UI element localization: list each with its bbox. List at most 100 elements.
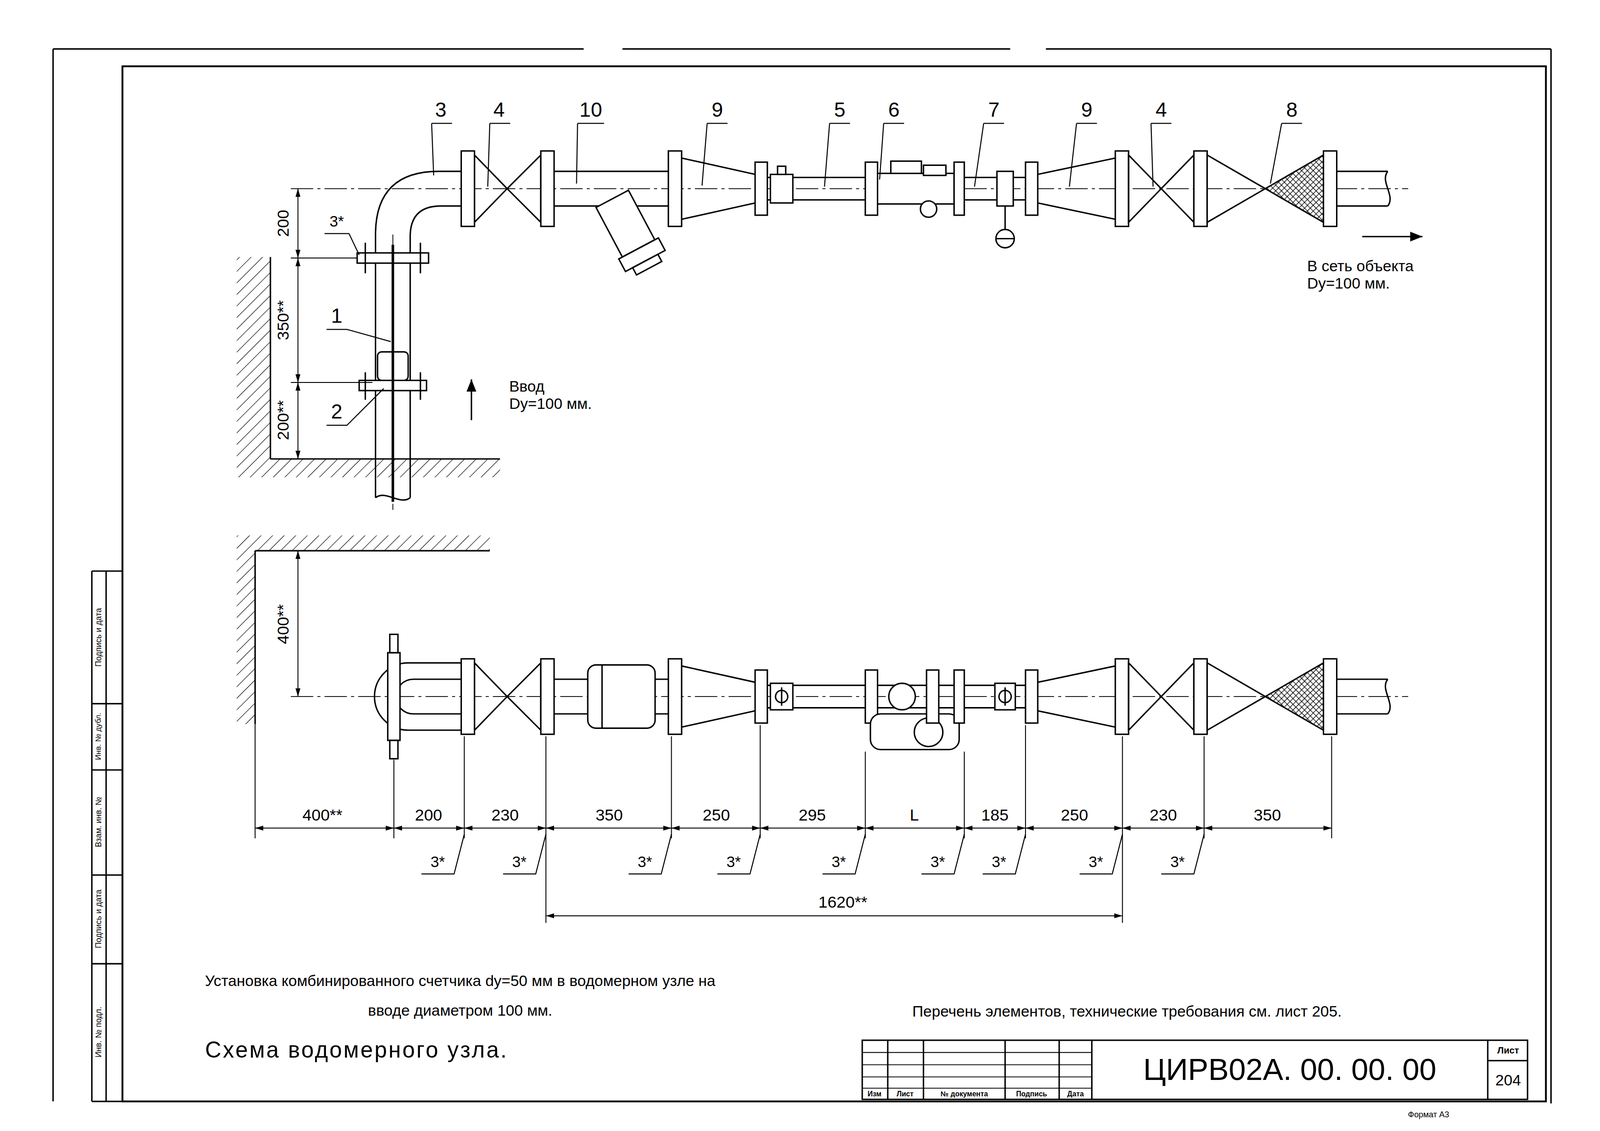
- joint-note-anchor: 3*: [328, 212, 345, 231]
- callout-number-anchor: 1: [330, 304, 344, 328]
- dimension-value-anchor: 350: [594, 806, 624, 826]
- stamp-field: Инв. № дубл.: [94, 711, 104, 762]
- stamp-field-anchor: Взам. инв. №: [94, 795, 104, 849]
- callout-number: 3: [434, 98, 448, 122]
- caption-anchor: Установка комбинированного счетчика dy=5…: [193, 967, 727, 1026]
- stamp-field: Подпись и дата: [94, 607, 104, 668]
- table-cell: Подпись: [1015, 1090, 1047, 1099]
- stamp-field: Подпись и дата: [94, 888, 104, 950]
- joint-note: 3*: [929, 853, 946, 871]
- callout-number: 7: [987, 98, 1001, 122]
- dimension-value: L: [908, 806, 920, 826]
- joint-note: 3*: [1169, 853, 1186, 871]
- drawing-code-anchor: ЦИРВ02А. 00. 00. 00: [1142, 1052, 1438, 1088]
- format-note-anchor: Формат А3: [1407, 1110, 1451, 1120]
- callout-number: 8: [1284, 98, 1299, 122]
- callout-number-anchor: 8: [1284, 98, 1299, 122]
- sheet-number-anchor: 204: [1494, 1071, 1522, 1090]
- dimension-value: 200**: [274, 399, 294, 442]
- joint-note: 3*: [429, 853, 446, 871]
- dimension-value-anchor: 295: [797, 806, 827, 826]
- plan-view: [374, 634, 1390, 760]
- callout-number-anchor: 7: [987, 98, 1001, 122]
- stamp-field-anchor: Инв. № дубл.: [94, 711, 104, 762]
- dimension-value: 400**: [274, 603, 294, 646]
- dimension-value-anchor: 200: [274, 208, 294, 239]
- leader-lines: [324, 123, 1303, 875]
- joint-note: 3*: [725, 853, 742, 871]
- callout-number-anchor: 9: [1080, 98, 1094, 122]
- table-cell: Лист: [1497, 1045, 1520, 1057]
- table-cell: № документа: [940, 1090, 989, 1099]
- dimension-value: 295: [797, 806, 827, 826]
- dimension-value-anchor: 350: [1252, 806, 1282, 826]
- joint-note: 3*: [636, 853, 653, 871]
- joint-note: 3*: [511, 853, 528, 871]
- stamp-field: Взам. инв. №: [94, 795, 104, 849]
- flow-note-anchor: В сеть объекта Dy=100 мм.: [1305, 257, 1441, 293]
- callout-number-anchor: 3: [434, 98, 448, 122]
- dimension-value: 230: [490, 806, 520, 826]
- flow-note: Ввод Dy=100 мм.: [507, 377, 598, 413]
- stamp-field-anchor: Инв. № подл.: [94, 1005, 104, 1059]
- table-cell-anchor: № документа: [940, 1090, 989, 1099]
- sheet-number: 204: [1494, 1071, 1522, 1090]
- joint-note: 3*: [1087, 853, 1104, 871]
- dimension-value: 250: [701, 806, 731, 826]
- dimension-value-anchor: 230: [1148, 806, 1178, 826]
- dimension-value-anchor: 185: [980, 806, 1010, 826]
- dimension-value: 250: [1059, 806, 1089, 826]
- dimension-value-anchor: 400**: [301, 806, 344, 826]
- dimension-value-anchor: 350**: [274, 299, 294, 342]
- callout-number-anchor: 10: [578, 98, 604, 122]
- dimension-value: 200: [274, 208, 294, 239]
- stamp-field-anchor: Подпись и дата: [94, 607, 104, 668]
- callout-number-anchor: 6: [887, 98, 901, 122]
- joint-note: 3*: [990, 853, 1008, 871]
- table-cell-anchor: Изм: [867, 1090, 882, 1099]
- stamp-field-anchor: Подпись и дата: [94, 888, 104, 950]
- center-lines: [290, 188, 1409, 697]
- callout-number: 9: [710, 98, 725, 122]
- joint-note: 3*: [830, 853, 847, 871]
- dimension-value-anchor: L: [908, 806, 920, 826]
- table-cell-anchor: Дата: [1067, 1090, 1084, 1099]
- joint-note: 3*: [328, 212, 345, 231]
- table-cell-anchor: Подпись: [1015, 1090, 1047, 1099]
- caption: Установка комбинированного счетчика dy=5…: [193, 967, 727, 1026]
- callout-number-anchor: 9: [710, 98, 725, 122]
- joint-note-anchor: 3*: [725, 853, 742, 871]
- dimension-value-anchor: 250: [701, 806, 731, 826]
- table-cell-anchor: Лист: [896, 1090, 914, 1099]
- sheet-title: Схема водомерного узла.: [204, 1037, 510, 1064]
- sheet-frame: [52, 48, 1551, 1104]
- table-cell: Дата: [1067, 1090, 1084, 1099]
- table-cell: Изм: [867, 1090, 882, 1099]
- joint-note-anchor: 3*: [990, 853, 1008, 871]
- callout-number-anchor: 4: [1154, 98, 1168, 122]
- callout-number: 1: [330, 304, 344, 328]
- dimension-value: 1620**: [817, 893, 869, 912]
- walls: [236, 257, 500, 725]
- joint-note-anchor: 3*: [636, 853, 653, 871]
- joint-note-anchor: 3*: [511, 853, 528, 871]
- callout-number-anchor: 5: [833, 98, 847, 122]
- flow-note: В сеть объекта Dy=100 мм.: [1305, 257, 1441, 293]
- callout-number: 4: [1154, 98, 1168, 122]
- format-note: Формат А3: [1407, 1110, 1451, 1120]
- dimension-value-anchor: 200**: [274, 399, 294, 442]
- dimension-value-anchor: 1620**: [817, 893, 869, 912]
- callout-number: 10: [578, 98, 604, 122]
- dimension-value: 230: [1148, 806, 1178, 826]
- dimension-value: 350: [594, 806, 624, 826]
- dimension-value: 350: [1252, 806, 1282, 826]
- joint-note-anchor: 3*: [1169, 853, 1186, 871]
- joint-note-anchor: 3*: [1087, 853, 1104, 871]
- stamp-field: Инв. № подл.: [94, 1005, 104, 1059]
- dimension-value: 400**: [301, 806, 344, 826]
- dimension-value-anchor: 230: [490, 806, 520, 826]
- reference-note: Перечень элементов, технические требован…: [911, 1002, 1343, 1021]
- joint-note-anchor: 3*: [830, 853, 847, 871]
